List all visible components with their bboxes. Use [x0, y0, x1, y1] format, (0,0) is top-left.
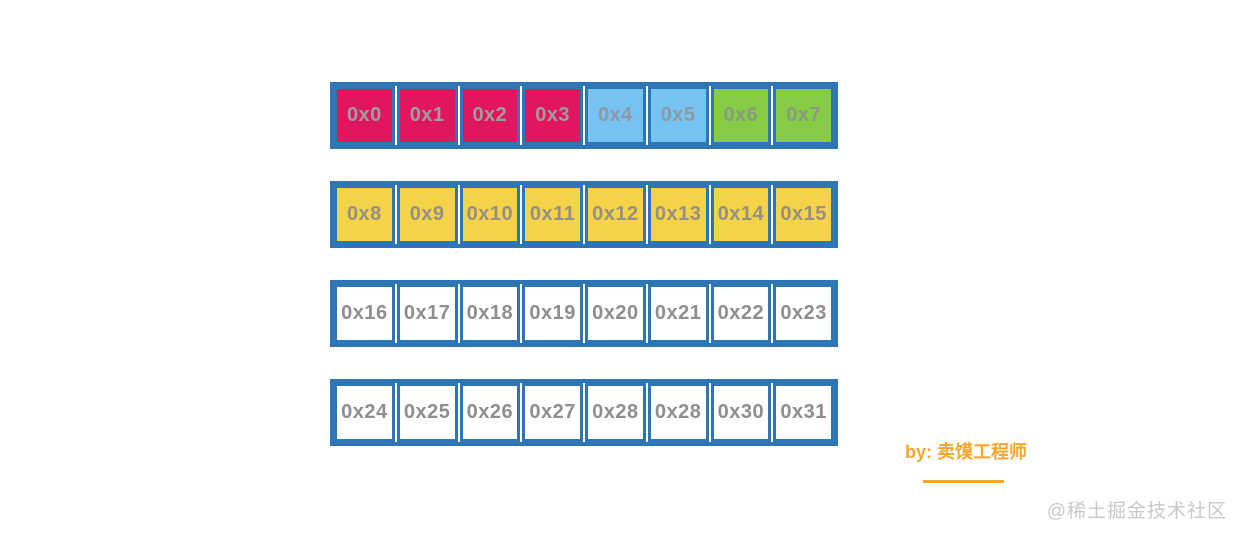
- memory-cell-0x6: 0x6: [710, 86, 772, 145]
- memory-cell-0x18: 0x18: [459, 284, 521, 343]
- memory-cell-0x15: 0x15: [773, 185, 834, 244]
- memory-cell-0x8: 0x8: [334, 185, 395, 244]
- community-watermark: @稀土掘金技术社区: [1046, 501, 1227, 522]
- memory-cell-0x19: 0x19: [522, 284, 583, 343]
- memory-cell-0x13: 0x13: [647, 185, 709, 244]
- memory-cell-0x24: 0x24: [334, 383, 395, 442]
- memory-cell-0x28: 0x28: [585, 383, 646, 442]
- memory-cell-0x1: 0x1: [396, 86, 458, 145]
- memory-cell-0x0: 0x0: [334, 86, 395, 145]
- author-credit: by: 卖馍工程师: [905, 442, 1028, 462]
- memory-cell-0x11: 0x11: [522, 185, 583, 244]
- memory-cell-0x4: 0x4: [585, 86, 646, 145]
- memory-cell-0x9: 0x9: [396, 185, 458, 244]
- memory-cell-0x10: 0x10: [459, 185, 521, 244]
- memory-cell-0x5: 0x5: [647, 86, 709, 145]
- memory-cell-0x16: 0x16: [334, 284, 395, 343]
- memory-cell-0x3: 0x3: [522, 86, 583, 145]
- memory-cell-0x27: 0x27: [522, 383, 583, 442]
- memory-cell-0x31: 0x31: [773, 383, 834, 442]
- author-credit-underline: [923, 480, 1004, 483]
- memory-cell-0x12: 0x12: [585, 185, 646, 244]
- memory-cell-0x21: 0x21: [647, 284, 709, 343]
- memory-cell-0x25: 0x25: [396, 383, 458, 442]
- memory-cell-0x14: 0x14: [710, 185, 772, 244]
- memory-cell-0x30: 0x30: [710, 383, 772, 442]
- memory-cell-0x23: 0x23: [773, 284, 834, 343]
- memory-cell-0x7: 0x7: [773, 86, 834, 145]
- memory-cell-0x20: 0x20: [585, 284, 646, 343]
- memory-cell-0x17: 0x17: [396, 284, 458, 343]
- memory-cell-0x2: 0x2: [459, 86, 521, 145]
- memory-cell-0x22: 0x22: [710, 284, 772, 343]
- memory-cell-0x26: 0x26: [459, 383, 521, 442]
- memory-cell-0x28: 0x28: [647, 383, 709, 442]
